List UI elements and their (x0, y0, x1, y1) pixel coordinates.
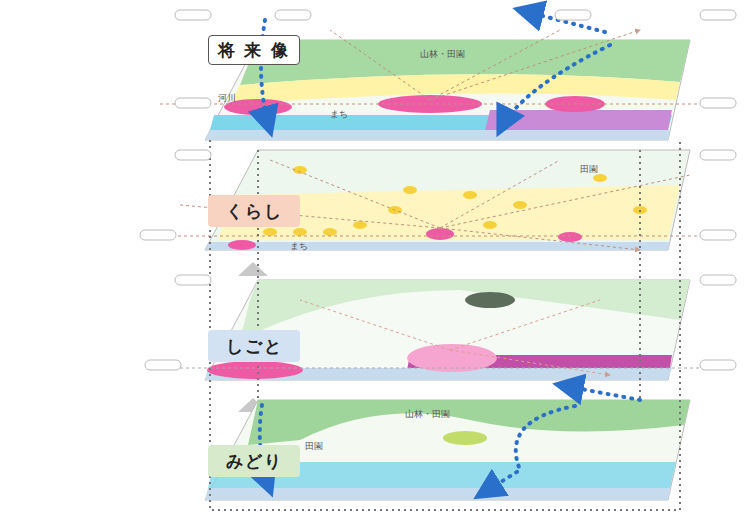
area-label: 河川 (218, 92, 236, 105)
layer-title: 将 来 像 (218, 39, 291, 62)
layer-title: くらし (226, 200, 283, 223)
life-box: くらし (208, 195, 300, 227)
layer-title: しごと (226, 335, 283, 358)
work-box: しごと (208, 330, 300, 362)
area-label: 山林・田園 (420, 48, 465, 61)
area-label: 田園 (580, 163, 598, 176)
area-label: まち (330, 108, 348, 121)
area-label: 山林・田園 (405, 408, 450, 421)
area-label: 田園 (305, 440, 323, 453)
green-box: みどり (208, 445, 300, 477)
future-box: 将 来 像 (208, 35, 300, 65)
area-label: まち (290, 240, 308, 253)
layer-title: みどり (226, 450, 283, 473)
